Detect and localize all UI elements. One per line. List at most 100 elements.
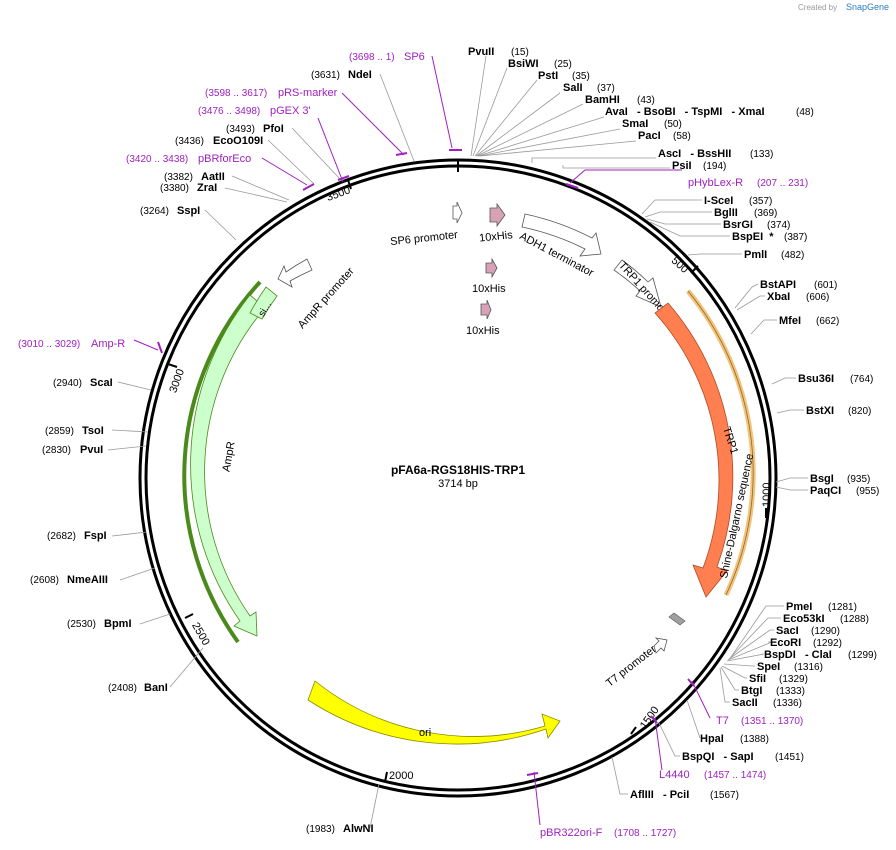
site-nmeaiii: NmeAIII — [67, 574, 108, 586]
site-ecoo109i-pos: (3436) — [175, 136, 204, 147]
adh1-terminator-arrow — [521, 213, 602, 257]
site-bstapi-pos: (601) — [814, 280, 837, 291]
site-i-scei: I-SceI — [704, 195, 733, 207]
site-sacii: SacII — [732, 697, 758, 709]
tick-mark-3500 — [347, 179, 352, 190]
site-pmei-pos: (1281) — [828, 602, 857, 613]
site-sali-pos: (37) — [597, 83, 615, 94]
site-pmei: PmeI — [786, 601, 812, 613]
site-fspi: FspI — [84, 530, 107, 542]
ampr-promoter-arrow — [277, 258, 313, 288]
site-sfii: SfiI — [749, 673, 766, 685]
site-pvui-pos: (2830) — [42, 445, 71, 456]
tick-label-1000: 1000 — [761, 483, 773, 507]
site-spei-pos: (1316) — [794, 662, 823, 673]
site-pfoi: PfoI — [263, 123, 284, 135]
site-sfii-pos: (1329) — [779, 674, 808, 685]
tick-mark-3000 — [167, 363, 178, 368]
primer-sp6: SP6 — [404, 51, 425, 63]
site-pvuii-pos: (15) — [511, 47, 529, 58]
site-alwni: AlwNI — [343, 823, 374, 835]
site-bspei-pos: (387) — [784, 232, 807, 243]
tick-mark-500 — [690, 265, 699, 274]
primer-pbr322ori-f: pBR322ori-F — [540, 827, 603, 839]
primer-mark-amp-r — [157, 341, 163, 354]
site-afliii-group: AflIII - PciI — [630, 789, 689, 801]
site-bsgi-pos: (935) — [847, 474, 870, 485]
site-ndei: NdeI — [348, 69, 372, 81]
ori-arrow — [307, 680, 561, 745]
site-psti: PstI — [538, 70, 558, 82]
primer-labels: (3698 .. 1) SP6 (3598 .. 3617) pRS-marke… — [18, 51, 808, 839]
site-ndei-pos: (3631) — [311, 70, 340, 81]
site-labels: PvuII (15) BsiWI (25) PstI (35) SalI (37… — [30, 46, 879, 835]
site-bspdi-pos: (1299) — [848, 650, 877, 661]
primer-sp6-pos: (3698 .. 1) — [349, 52, 395, 63]
site-zrai: ZraI — [197, 182, 217, 194]
site-pmli-pos: (482) — [781, 250, 804, 261]
his-tag-3 — [480, 299, 492, 320]
site-tsoi: TsoI — [82, 425, 104, 437]
primer-leaders — [133, 55, 711, 826]
ampr-promoter-label: AmpR promoter — [296, 265, 357, 331]
site-btgi-pos: (1333) — [776, 686, 805, 697]
primer-l4440: L4440 — [659, 769, 690, 781]
site-alwni-pos: (1983) — [306, 824, 335, 835]
site-pmli: PmlI — [744, 249, 767, 261]
site-smai: SmaI — [622, 118, 648, 130]
credit-snapgene: SnapGene — [846, 2, 889, 12]
site-btgi: BtgI — [741, 685, 762, 697]
site-bsiwi: BsiWI — [508, 58, 539, 70]
site-paqci: PaqCI — [810, 485, 841, 497]
site-sspi-pos: (3264) — [140, 206, 169, 217]
tick-label-3000: 3000 — [167, 367, 187, 394]
site-nmeaiii-pos: (2608) — [30, 575, 59, 586]
site-aatii-pos: (3382) — [164, 172, 193, 183]
site-xbai-pos: (606) — [806, 292, 829, 303]
primer-marks — [157, 149, 695, 776]
site-ecori-pos: (1292) — [813, 638, 842, 649]
site-bamhi: BamHI — [585, 94, 620, 106]
site-bstxi-pos: (820) — [848, 406, 871, 417]
primer-phyblex-r: pHybLex-R — [688, 177, 743, 189]
site-bsu36i: Bsu36I — [798, 373, 834, 385]
primer-pgex3: pGEX 3' — [270, 105, 311, 117]
site-bani: BanI — [144, 682, 168, 694]
site-bsgi: BsgI — [810, 473, 834, 485]
primer-mark-l4440 — [650, 715, 658, 724]
ampr-label: AmpR — [220, 441, 237, 473]
site-scai: ScaI — [90, 377, 113, 389]
trp1-outline-line — [687, 290, 754, 596]
site-sacii-pos: (1336) — [773, 698, 802, 709]
site-bamhi-pos: (43) — [637, 95, 655, 106]
site-ecori: EcoRI — [770, 637, 801, 649]
site-pvui: PvuI — [80, 444, 103, 456]
site-mfei: MfeI — [779, 315, 801, 327]
site-hpai-pos: (1388) — [740, 734, 769, 745]
ampr-gene-arrow — [190, 294, 266, 637]
site-pfoi-pos: (3493) — [226, 124, 255, 135]
site-xbai: XbaI — [767, 291, 790, 303]
site-psii: PsiI — [672, 160, 692, 172]
primer-mark-phyblex-r — [565, 183, 579, 189]
primer-mark-prs-marker — [395, 152, 408, 156]
trp1-gene-arrow — [654, 302, 734, 598]
site-bpmi: BpmI — [104, 618, 132, 630]
site-avai-group: AvaI - BsoBI - TspMI - XmaI — [605, 106, 765, 118]
t7-promoter-label: T7 promoter — [604, 643, 659, 690]
site-bsrgi-pos: (374) — [767, 220, 790, 231]
site-paci-pos: (58) — [673, 131, 691, 142]
site-bglii-pos: (369) — [754, 208, 777, 219]
his-tag-1-label: 10xHis — [479, 229, 514, 245]
shine-dalgarno-mark — [668, 612, 686, 626]
primer-t7-pos: (1351 .. 1370) — [741, 716, 803, 727]
site-bstapi: BstAPI — [760, 279, 796, 291]
site-bspdi-group: BspDI - ClaI — [764, 649, 832, 661]
site-leaders — [107, 55, 808, 829]
primer-amp-r-pos: (3010 .. 3029) — [18, 339, 80, 350]
site-spei: SpeI — [757, 661, 780, 673]
primer-pbrforeco: pBRforEco — [198, 153, 251, 165]
primer-amp-r: Amp-R — [91, 338, 125, 350]
site-bsrgi: BsrGI — [723, 219, 753, 231]
site-zrai-pos: (3380) — [160, 183, 189, 194]
